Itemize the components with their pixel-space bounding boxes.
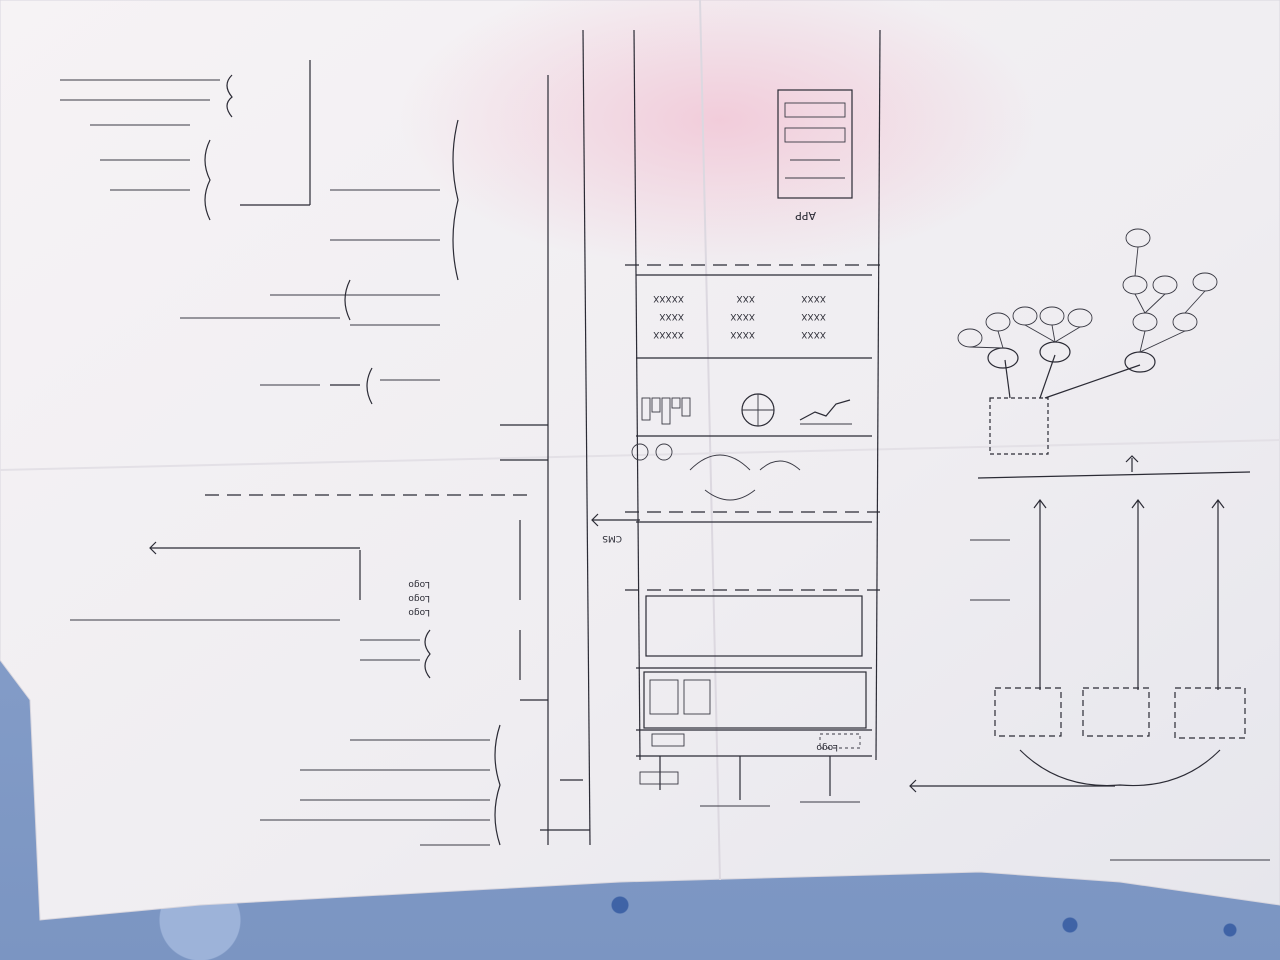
mockup-cell: XXXX <box>801 311 826 321</box>
fold-crease <box>699 0 721 881</box>
fold-crease <box>0 439 1280 471</box>
mockup-cell: XXXXX <box>653 293 684 303</box>
mockup-cell: XXXXX <box>653 329 684 339</box>
vertical-rails <box>547 29 881 846</box>
app-label: APP <box>795 209 816 222</box>
mockup-cell: XXXX <box>730 311 755 321</box>
tree-diagram <box>957 228 1218 455</box>
list-item: Logo <box>408 579 430 589</box>
cms-arrow: CMS <box>591 513 640 543</box>
mockup-grid: XXXX XXX XXXXX XXXX XXXX XXXX XXXX XXXX … <box>653 293 826 339</box>
mockup-cell: XXXX <box>801 329 826 339</box>
wireframe-sections: Logo <box>625 264 880 757</box>
list-item: Logo <box>408 607 430 617</box>
mini-charts <box>641 393 852 427</box>
bottom-arrows <box>639 756 860 807</box>
list-item: Logo <box>408 593 430 603</box>
app-mockup: APP <box>777 89 853 222</box>
mockup-cell: XXXX <box>801 293 826 303</box>
mockup-cell: XXXX <box>659 311 684 321</box>
left-flow: Logo Logo Logo <box>70 520 590 846</box>
flow-diagram <box>631 443 801 501</box>
logo-label: Logo <box>816 742 838 752</box>
cms-label: CMS <box>602 533 622 543</box>
left-notes <box>60 60 548 496</box>
mockup-cell: XXXX <box>730 329 755 339</box>
right-flow-grid <box>909 455 1251 793</box>
mockup-cell: XXX <box>737 293 756 303</box>
